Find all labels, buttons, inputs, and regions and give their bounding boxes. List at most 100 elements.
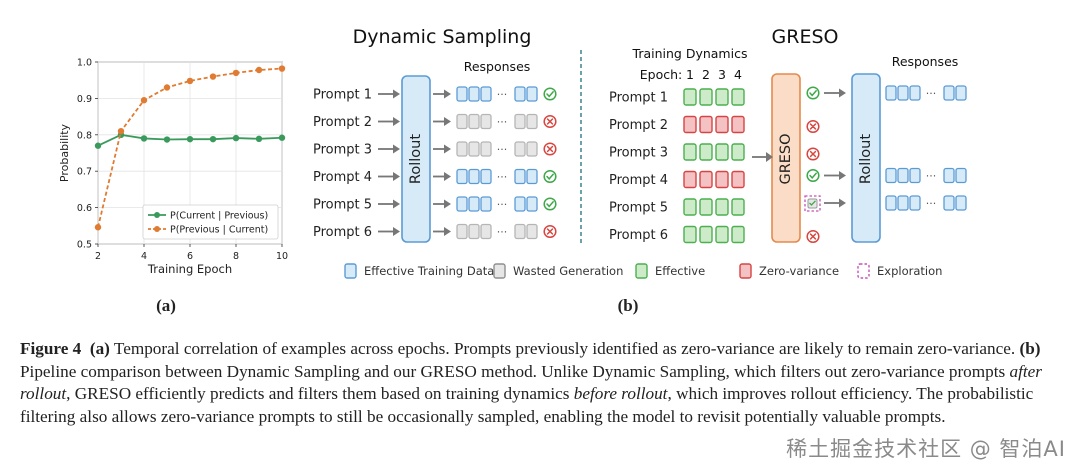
prompt-label: Prompt 6 — [609, 228, 668, 243]
response-block — [885, 167, 897, 184]
greso-rollout-box — [851, 73, 881, 243]
prompt-label: Prompt 4 — [313, 170, 372, 185]
check-mark — [546, 173, 554, 181]
y-ticks: 0.50.60.70.80.91.0 — [77, 58, 98, 251]
response-block — [480, 86, 492, 102]
legend-marker-current — [154, 212, 160, 218]
arrow-head — [393, 172, 400, 181]
data-point-current — [186, 135, 194, 143]
legend-swatch-green — [635, 263, 648, 279]
effective-epoch-block — [715, 88, 729, 106]
legend-item: Exploration — [857, 263, 942, 279]
response-block — [955, 85, 967, 101]
check-icon — [543, 87, 557, 101]
caption-b-text-2: , GRESO efficiently predicts and filters… — [66, 384, 570, 403]
greso-row: Prompt 5··· — [609, 195, 967, 216]
x-tick-label: 2 — [95, 251, 101, 262]
zero-variance-epoch-block — [731, 115, 745, 134]
prompt-label: Prompt 5 — [609, 201, 668, 216]
prompt-label: Prompt 6 — [313, 225, 372, 240]
legend-label: Effective Training Data — [364, 264, 494, 278]
exploration-check-mark — [809, 200, 816, 206]
check-icon — [806, 86, 820, 100]
effective-epoch-block — [715, 143, 729, 161]
legend-label: Effective — [655, 264, 705, 278]
response-block — [885, 85, 897, 101]
grid-lines — [97, 61, 283, 245]
panel-a-label: (a) — [156, 296, 176, 315]
x-tick-label: 10 — [276, 251, 288, 262]
legend-label: Exploration — [877, 264, 942, 278]
y-tick-label: 0.8 — [77, 130, 92, 141]
prompt-label: Prompt 3 — [313, 143, 372, 158]
zero-variance-epoch-block — [715, 115, 729, 134]
figure-caption: Figure 4 (a) Temporal correlation of exa… — [20, 338, 1065, 428]
response-ellipsis: ··· — [497, 198, 508, 211]
greso-module-label: GRESO — [778, 133, 794, 184]
dynamic-row: Prompt 4··· — [313, 168, 557, 185]
series-line-previous — [97, 67, 283, 228]
response-block — [943, 195, 955, 211]
epoch-number: 2 — [702, 67, 710, 82]
effective-epoch-block — [683, 225, 697, 244]
legend-item: Effective Training Data — [344, 263, 494, 279]
epoch-number: 4 — [734, 67, 742, 82]
effective-epoch-block — [731, 225, 745, 244]
response-block — [526, 196, 538, 212]
response-ellipsis: ··· — [497, 226, 508, 239]
response-block — [468, 86, 480, 102]
x-tick-label: 8 — [233, 251, 239, 262]
dynamic-rollout-label: Rollout — [408, 134, 424, 184]
check-icon — [543, 197, 557, 211]
response-block — [468, 141, 480, 157]
dynamic-row: Prompt 5··· — [313, 196, 557, 213]
greso-row: Prompt 4··· — [609, 167, 967, 189]
effective-epoch-block — [699, 225, 713, 244]
zero-variance-epoch-block — [699, 170, 713, 189]
data-point-current — [255, 135, 263, 143]
greso-responses-label: Responses — [892, 54, 959, 69]
response-block — [456, 86, 468, 102]
x-axis-label: Training Epoch — [147, 262, 232, 276]
effective-epoch-block — [715, 198, 729, 216]
data-point-current — [163, 136, 171, 143]
effective-epoch-block — [715, 225, 729, 244]
caption-figure-label: Figure 4 — [20, 339, 82, 358]
greso-rollout-label: Rollout — [858, 134, 874, 184]
response-block — [955, 195, 967, 211]
y-tick-label: 0.9 — [77, 94, 92, 105]
cross-mark — [809, 233, 817, 240]
response-block — [514, 113, 526, 130]
response-block — [885, 195, 897, 211]
response-block — [526, 113, 538, 130]
response-block — [468, 223, 480, 240]
check-icon — [543, 169, 557, 184]
dynamic-sampling-pipeline: Dynamic Sampling Responses Rollout Promp… — [313, 26, 557, 243]
response-block — [943, 85, 955, 101]
response-block — [480, 141, 492, 157]
effective-epoch-block — [683, 198, 697, 216]
y-tick-label: 0.6 — [77, 203, 92, 214]
data-point-previous — [232, 69, 240, 77]
y-axis-label: Probability — [58, 123, 71, 182]
arrow-head — [839, 198, 846, 208]
check-mark — [809, 90, 817, 97]
legend-swatch-blue — [344, 263, 357, 279]
check-icon — [806, 168, 820, 183]
effective-epoch-block — [683, 88, 697, 106]
y-tick-label: 1.0 — [77, 58, 92, 69]
effective-epoch-block — [683, 143, 697, 161]
data-point-previous — [140, 97, 148, 104]
legend-item: Effective — [635, 263, 705, 279]
dynamic-row: Prompt 6 ··· — [313, 223, 557, 240]
y-tick-label: 0.5 — [77, 240, 92, 251]
arrow-head — [393, 144, 400, 154]
legend-swatch-gray — [493, 263, 506, 279]
response-block — [514, 86, 526, 102]
check-mark — [546, 201, 554, 208]
